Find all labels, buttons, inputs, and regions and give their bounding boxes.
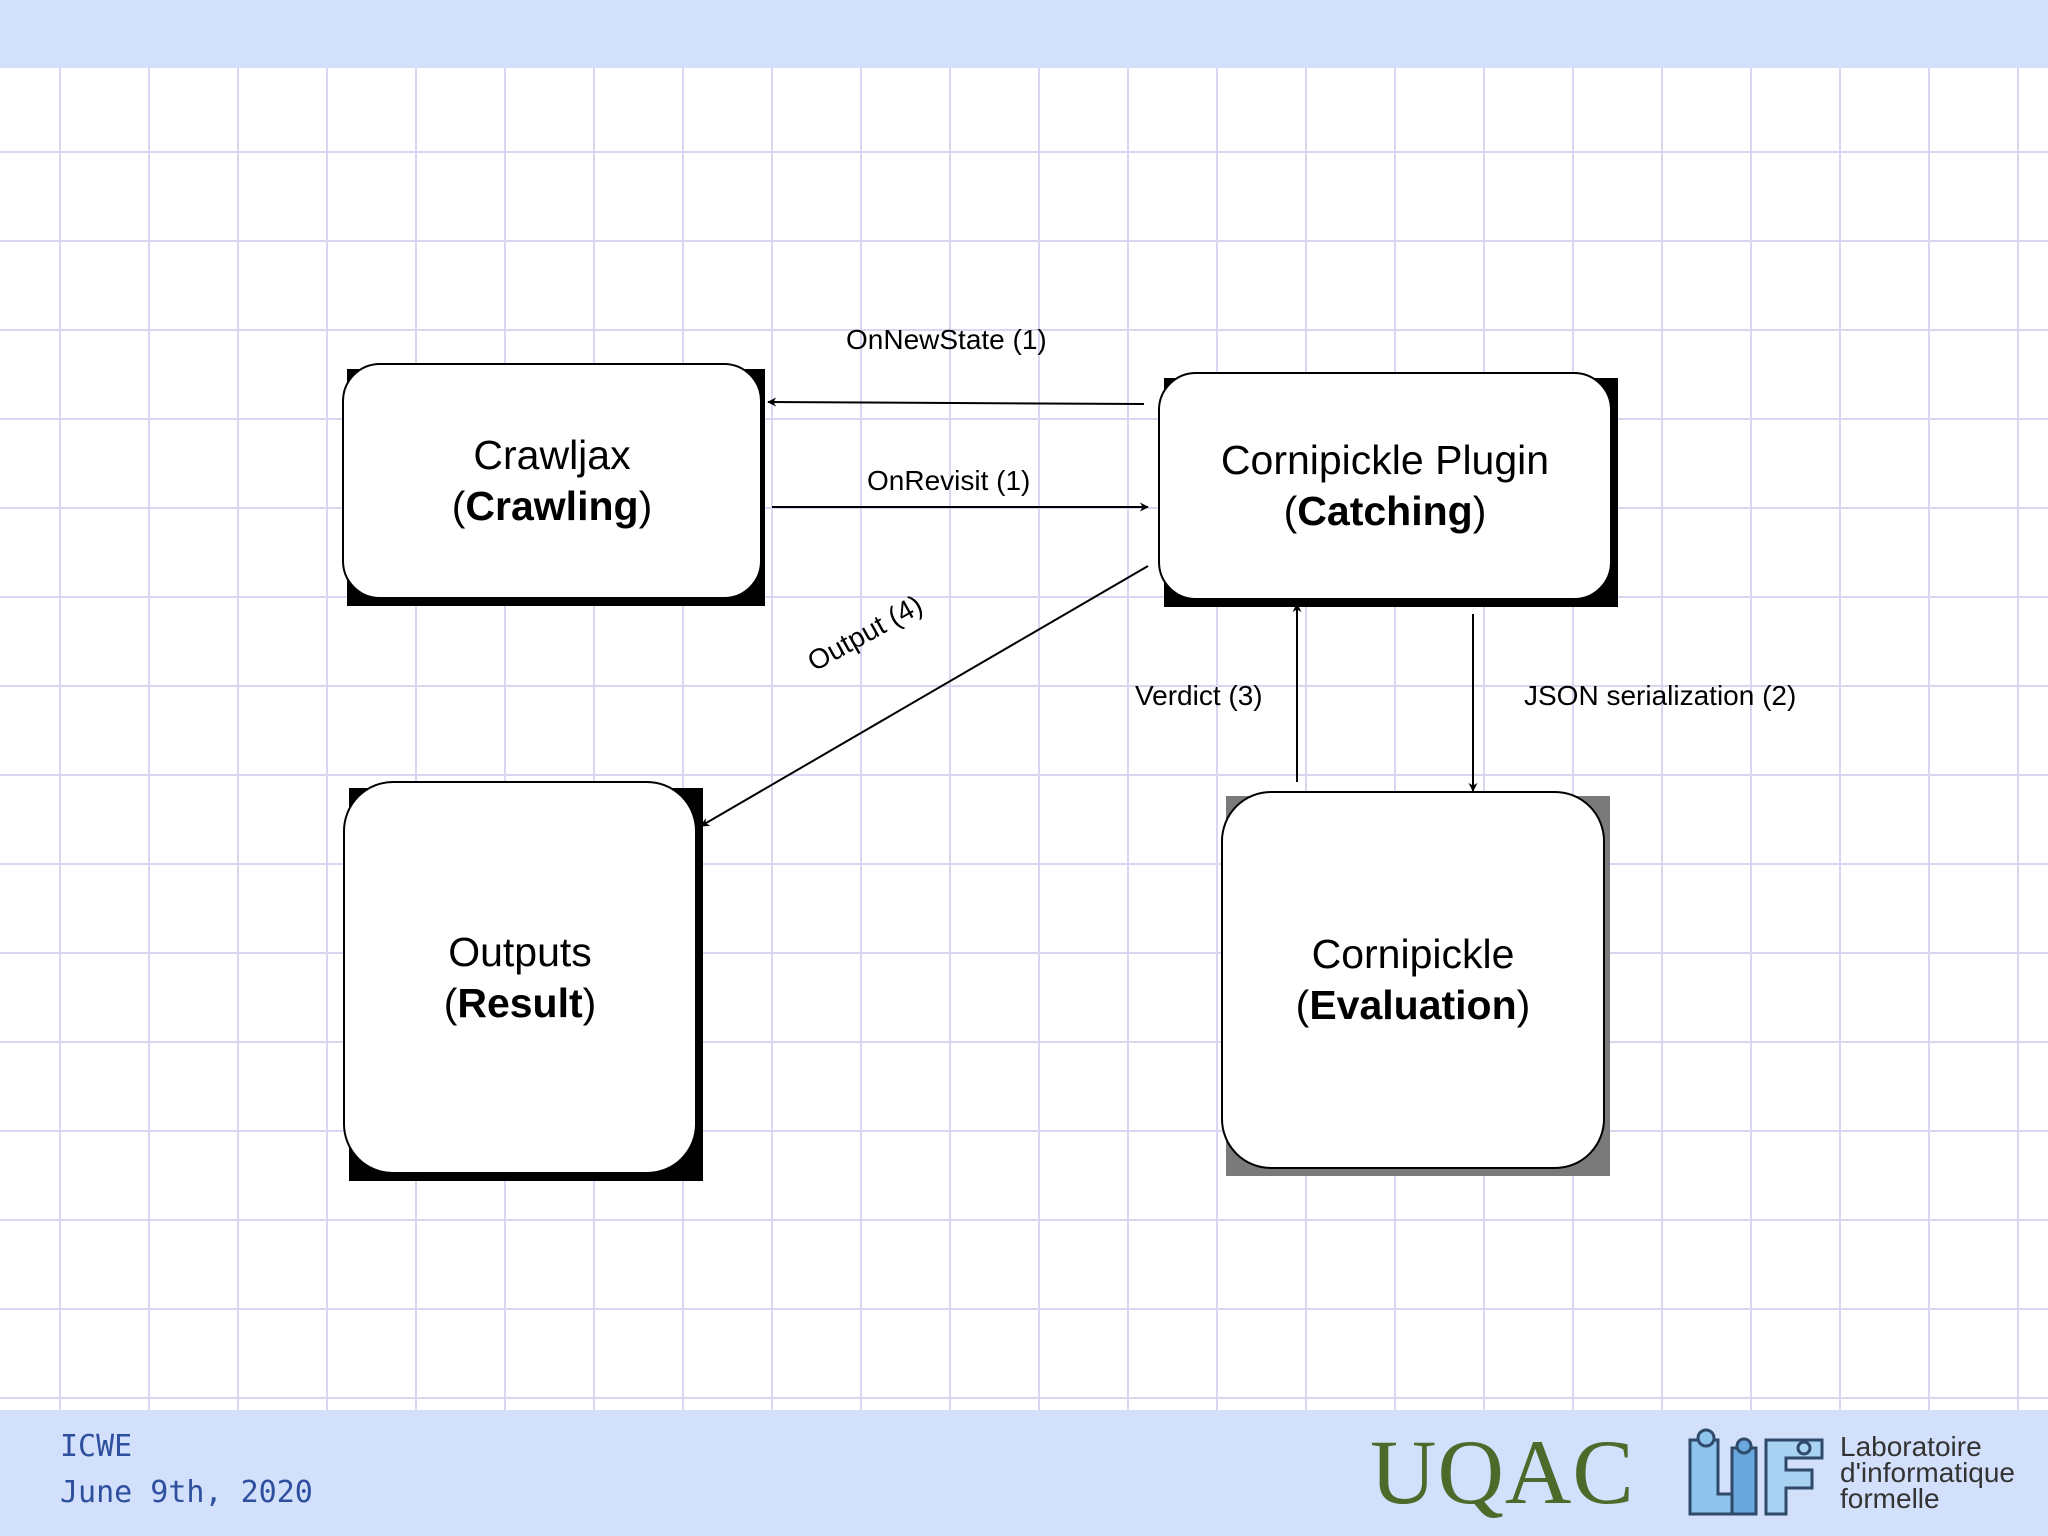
plugin-role-line: (Catching) (1283, 488, 1487, 534)
lif-puzzle-icon (1688, 1428, 1824, 1516)
top-band (0, 0, 2048, 68)
evaluation-title: Cornipickle (1311, 931, 1515, 977)
lab-line-1: Laboratoire (1840, 1431, 1982, 1462)
label-on-revisit: OnRevisit (1) (867, 465, 1031, 496)
plugin-role: Catching (1297, 488, 1473, 534)
outputs-node: Outputs (Result) (343, 781, 697, 1174)
lab-name: Laboratoire d'informatique formelle (1840, 1431, 2015, 1514)
outputs-title: Outputs (448, 928, 592, 975)
conference-date: June 9th, 2020 (60, 1475, 313, 1510)
plugin-title: Cornipickle Plugin (1220, 437, 1550, 483)
outputs-role: Result (457, 979, 583, 1026)
label-verdict: Verdict (3) (1135, 680, 1263, 711)
footer-left: ICWE June 9th, 2020 (60, 1424, 313, 1516)
lab-line-2: d'informatique (1840, 1457, 2015, 1488)
uqac-logo: UQAC (1370, 1421, 1635, 1523)
crawljax-node: Crawljax (Crawling) (342, 363, 762, 599)
lab-line-3: formelle (1840, 1483, 1940, 1514)
label-on-new-state: OnNewState (1) (846, 324, 1047, 355)
edge-output (700, 565, 1149, 827)
grid-background (0, 68, 2048, 1410)
edge-on-new-state (767, 397, 1145, 407)
evaluation-role-line: (Evaluation) (1295, 982, 1531, 1028)
crawljax-role: Crawling (465, 483, 639, 529)
evaluation-node: Cornipickle (Evaluation) (1221, 791, 1605, 1169)
crawljax-role-line: (Crawling) (451, 483, 653, 529)
outputs-role-line: (Result) (443, 979, 597, 1026)
conference-name: ICWE (60, 1429, 133, 1464)
evaluation-role: Evaluation (1309, 982, 1517, 1028)
label-json-serialization: JSON serialization (2) (1524, 680, 1797, 711)
plugin-node: Cornipickle Plugin (Catching) (1158, 372, 1612, 600)
crawljax-title: Crawljax (473, 432, 631, 478)
